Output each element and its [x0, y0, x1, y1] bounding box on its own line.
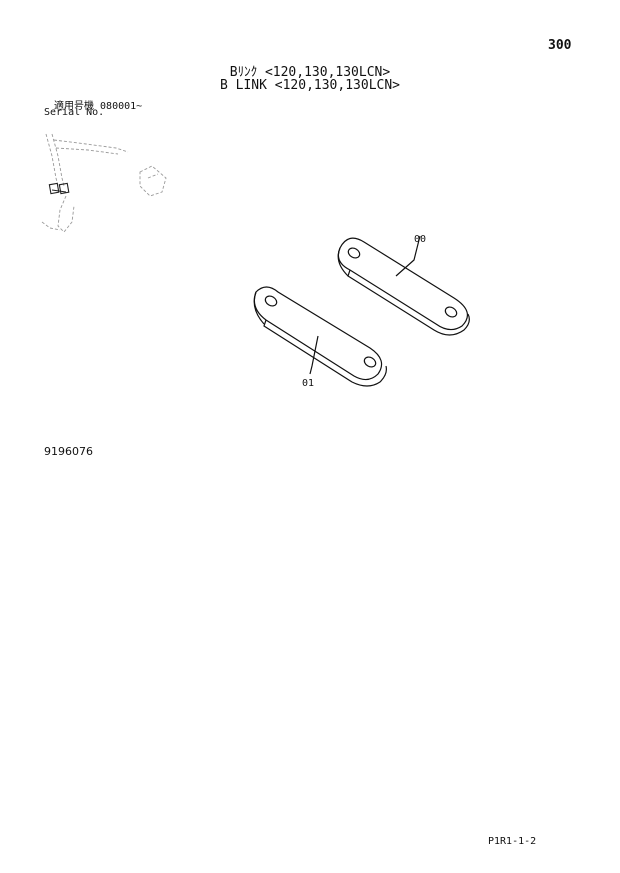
b-link-parts-drawing: 00 01	[253, 234, 470, 389]
callout-01: 01	[302, 378, 314, 389]
b-link-part-01	[253, 286, 387, 387]
drawing-number: 9196076	[44, 445, 93, 458]
excavator-location-sketch	[41, 133, 167, 233]
serial-from-value: 080001~	[100, 101, 143, 112]
title-japanese: Bﾘﾝｸ <120,130,130LCN>	[229, 65, 391, 80]
b-link-part-00	[337, 235, 470, 336]
serial-label-english: Serial No.	[44, 107, 105, 118]
title-english: B LINK <120,130,130LCN>	[219, 78, 400, 93]
callout-00: 00	[414, 234, 426, 245]
serial-label-japanese: 適用号機	[54, 101, 94, 112]
page-number: 300	[548, 38, 572, 53]
serial-applicability: 適用号機 080001~	[54, 97, 142, 112]
page-reference: P1R1-1-2	[488, 836, 537, 847]
